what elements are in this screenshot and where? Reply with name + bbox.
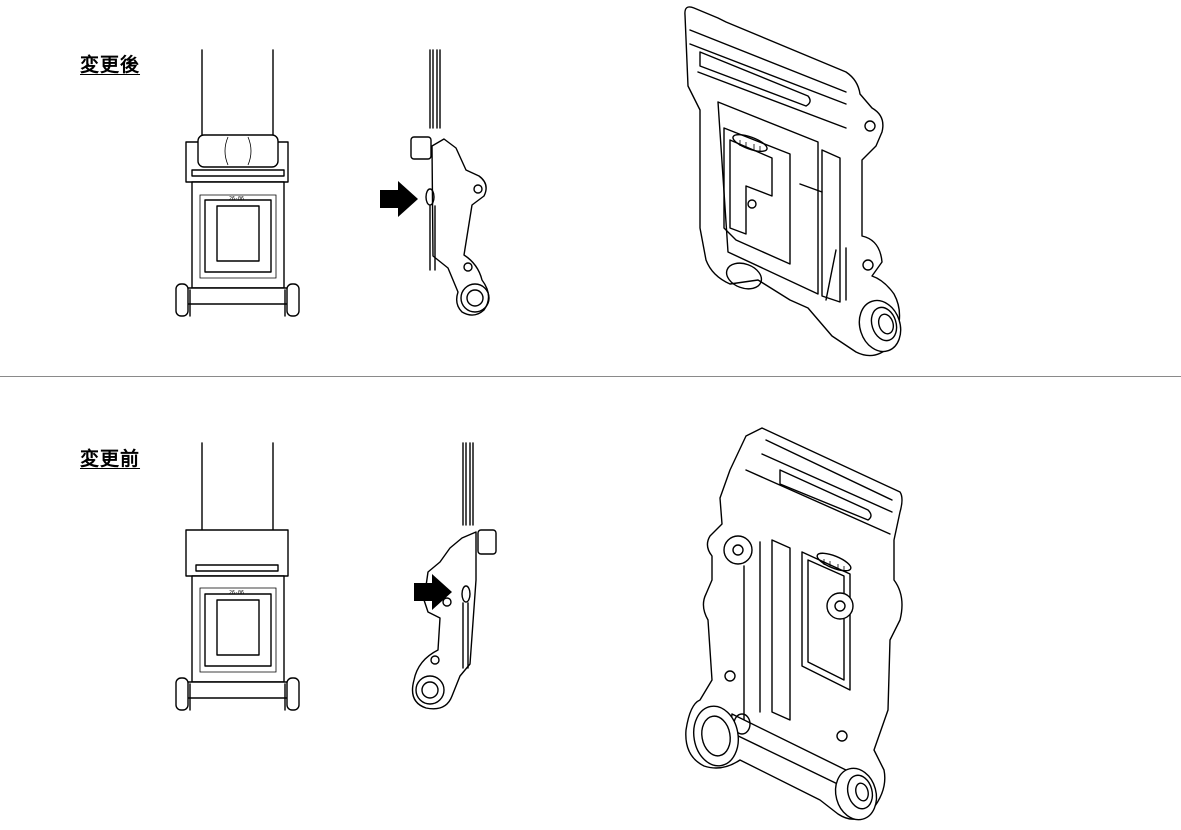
label-before: 変更前 <box>80 448 141 470</box>
section-divider <box>0 376 1181 377</box>
part-marking-before-front: 26-06 <box>229 590 244 596</box>
part-marking-after-front: 26-06 <box>229 196 244 202</box>
label-after: 変更後 <box>80 54 141 76</box>
side-view-after <box>380 50 489 315</box>
iso-view-before <box>686 428 902 824</box>
side-view-before <box>413 443 497 709</box>
iso-view-after <box>685 7 907 357</box>
front-view-after: 26-06 <box>176 50 299 316</box>
arrow-icon-before <box>414 574 452 610</box>
arrow-icon-after <box>380 181 418 217</box>
front-view-before: 26-06 <box>176 443 299 710</box>
